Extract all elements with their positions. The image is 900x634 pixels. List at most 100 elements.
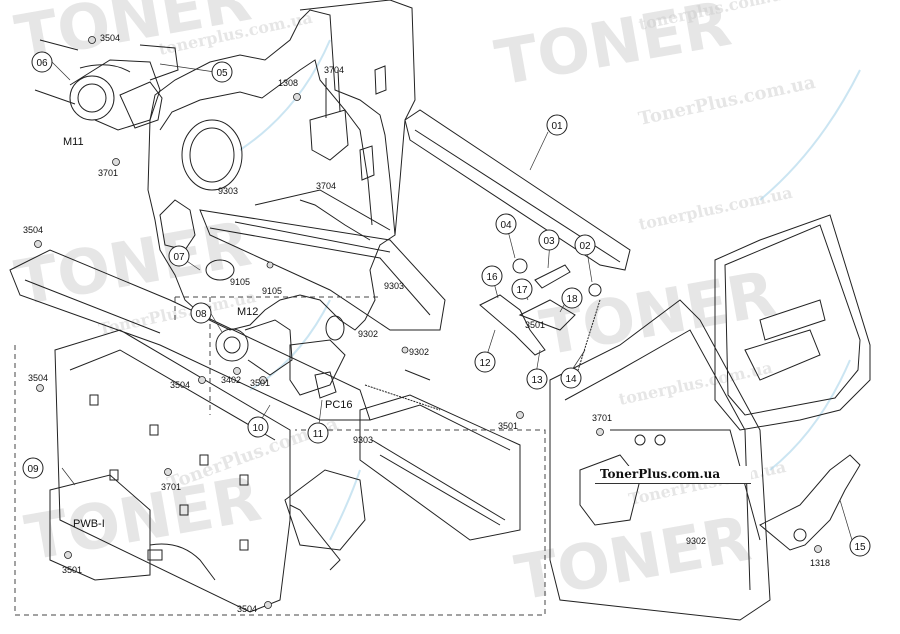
screw [39, 39, 79, 51]
callout-16: 16 [481, 265, 503, 287]
cross-beam-edge [209, 227, 431, 316]
pc16-sensor [314, 371, 337, 399]
ref-3504: 3504 [237, 604, 257, 614]
callout-12: 12 [474, 351, 496, 373]
svg-text:12: 12 [479, 358, 491, 369]
bushing-02 [588, 283, 602, 297]
cross-beam-top [254, 189, 391, 231]
screw-icon [198, 376, 206, 384]
svg-text:06: 06 [36, 58, 48, 69]
ref-9105: 9105 [230, 277, 250, 287]
svg-text:16: 16 [486, 272, 498, 283]
board-slot [179, 504, 189, 516]
ref-3701: 3701 [161, 482, 181, 492]
ref-3501: 3501 [525, 320, 545, 330]
right-cover [714, 214, 871, 431]
svg-text:05: 05 [216, 68, 228, 79]
right-cover-window [759, 299, 826, 341]
shaft [404, 369, 431, 381]
label-pc16: PC16 [325, 399, 353, 411]
screw [34, 89, 76, 105]
board-slot [199, 454, 209, 466]
frame-cutout [159, 199, 196, 251]
long-handle [404, 109, 631, 271]
paper-guide [359, 394, 521, 541]
board-slot [239, 474, 249, 486]
svg-text:17: 17 [516, 285, 528, 296]
ref-3501: 3501 [250, 378, 270, 388]
line-art [9, 0, 871, 621]
lever-16 [479, 294, 546, 356]
spring [364, 384, 441, 411]
screw-icon [88, 36, 96, 44]
fan-blower [69, 75, 115, 121]
screw-icon [36, 384, 44, 392]
ref-1318: 1318 [810, 558, 830, 568]
part-references: 3504 1308 3704 3701 9303 3704 3504 9105 … [23, 33, 830, 614]
svg-text:04: 04 [500, 220, 512, 231]
lever-pivot [793, 528, 807, 542]
fan-housing [69, 59, 161, 131]
assembly-outlines [14, 296, 546, 616]
fan-duct [119, 81, 163, 129]
ref-9303: 9303 [384, 281, 404, 291]
svg-text:07: 07 [173, 252, 185, 263]
pwb-connector [147, 549, 163, 561]
right-cover-inner [724, 224, 861, 416]
ref-3501: 3501 [498, 421, 518, 431]
fan-bracket [139, 44, 179, 81]
ref-3504: 3504 [28, 373, 48, 383]
callout-07: 07 [168, 245, 190, 267]
brand-label-box [595, 466, 751, 484]
svg-text:03: 03 [543, 236, 555, 247]
screw-icon [814, 545, 822, 553]
motor-housing [244, 319, 293, 376]
callout-03: 03 [538, 229, 560, 251]
pwb-cable [149, 543, 216, 581]
rail-teeth [299, 199, 371, 241]
ref-3704: 3704 [316, 181, 336, 191]
callout-17: 17 [511, 278, 533, 300]
screw-icon [34, 240, 42, 248]
inner-rail [289, 504, 341, 571]
watermark-logo: TONER [20, 462, 266, 575]
screw-icon [64, 551, 72, 559]
ref-3402: 3402 [221, 375, 241, 385]
ref-3504: 3504 [23, 225, 43, 235]
right-frame-rod [610, 429, 761, 541]
callout-11: 11 [307, 422, 329, 444]
rod-end [654, 434, 666, 446]
lever-15 [759, 454, 861, 551]
callout-13: 13 [526, 368, 548, 390]
screw-icon [401, 346, 409, 354]
svg-text:09: 09 [27, 464, 39, 475]
callout-06: 06 [31, 51, 53, 73]
screw-icon [516, 411, 524, 419]
board-slot [149, 424, 159, 436]
callout-09: 09 [22, 457, 44, 479]
paper-guide-rib [371, 439, 506, 521]
fan-cable [79, 64, 131, 73]
screw-icon [233, 367, 241, 375]
ref-3704: 3704 [324, 65, 344, 75]
component-labels: M11 M12 PC16 PWB-I [63, 136, 353, 530]
board-plate-edge [69, 349, 276, 441]
ref-3701: 3701 [592, 413, 612, 423]
frame-hole [205, 259, 235, 281]
callouts: 01 02 03 04 05 06 07 08 09 10 11 12 13 1… [22, 51, 871, 557]
screw-icon [596, 428, 604, 436]
svg-text:11: 11 [313, 429, 324, 440]
watermark-url: tonerplus.com.ua [617, 358, 774, 409]
inner-guide [284, 469, 366, 551]
right-frame-cutout [579, 454, 641, 526]
svg-text:18: 18 [566, 294, 578, 305]
ref-3504: 3504 [100, 33, 120, 43]
gear-bracket [289, 339, 346, 396]
svg-text:01: 01 [551, 121, 563, 132]
callout-18: 18 [561, 287, 583, 309]
board-slot [89, 394, 99, 406]
screw-icon [266, 261, 274, 269]
pwb-board [49, 474, 151, 581]
shaft [234, 221, 391, 253]
